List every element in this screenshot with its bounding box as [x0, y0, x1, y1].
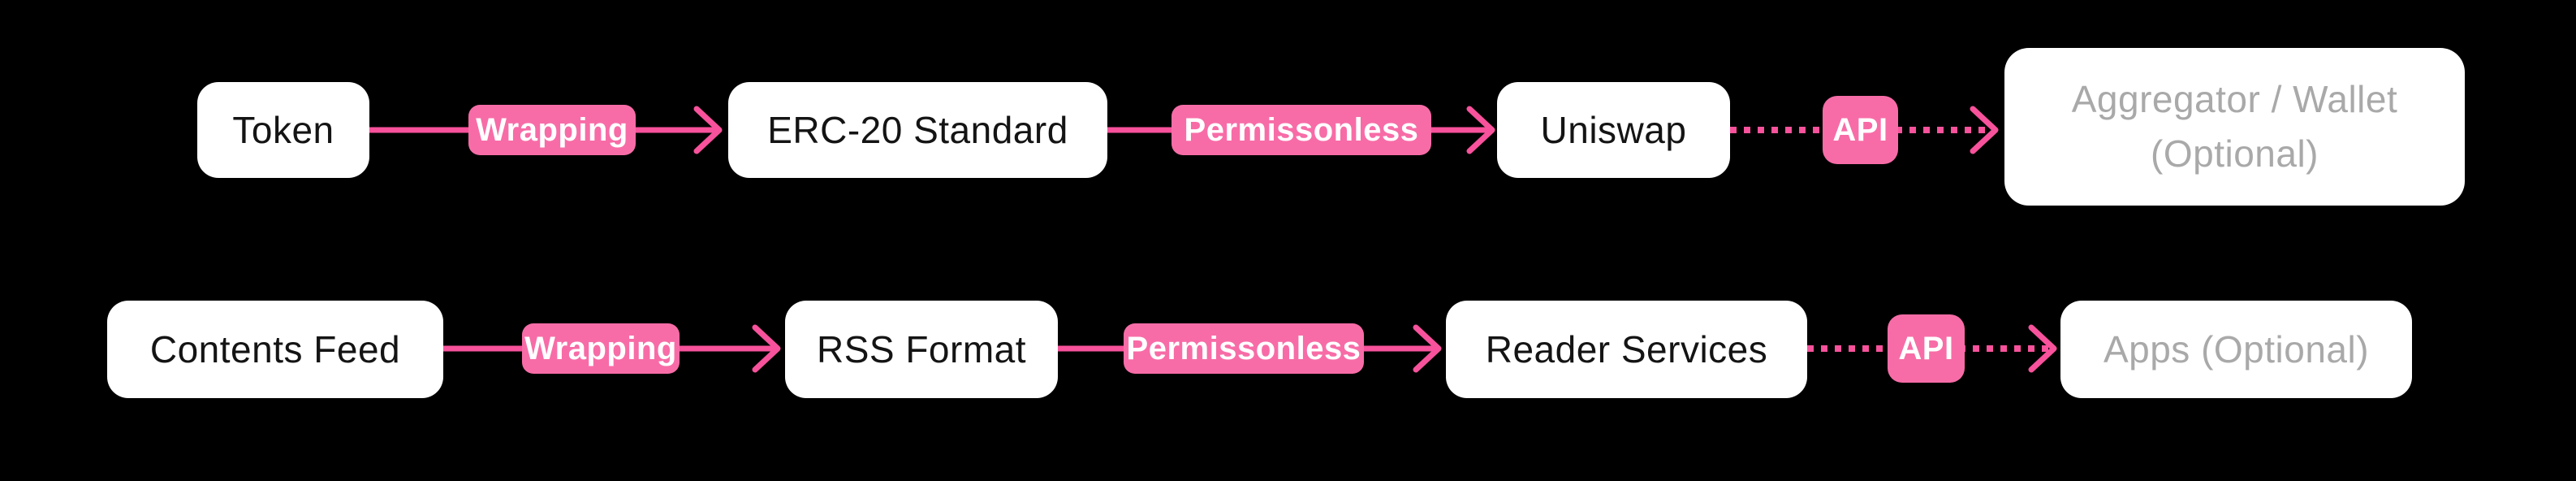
edge-label-permissonless: Permissonless	[1171, 105, 1431, 155]
arrow-head-icon	[693, 106, 723, 154]
arrow-head-icon	[1466, 106, 1495, 154]
node-apps-optional: Apps (Optional)	[2060, 301, 2412, 398]
node-aggregator-wallet-optional: Aggregator / Wallet (Optional)	[2004, 48, 2465, 206]
node-contents-feed: Contents Feed	[107, 301, 443, 398]
arrow-head-icon	[1970, 106, 1999, 154]
arrow-head-icon	[752, 324, 781, 373]
edge-label-wrapping: Wrapping	[522, 323, 680, 374]
node-rss-format: RSS Format	[785, 301, 1058, 398]
arrow-head-icon	[2028, 324, 2057, 373]
arrow-head-icon	[1413, 324, 1442, 373]
edge-label-api: API	[1823, 96, 1898, 164]
edge-label-permissonless: Permissonless	[1124, 323, 1364, 374]
edge-label-wrapping: Wrapping	[468, 105, 636, 155]
node-erc20-standard: ERC-20 Standard	[728, 82, 1107, 178]
node-reader-services: Reader Services	[1446, 301, 1807, 398]
edge-label-api: API	[1888, 314, 1965, 383]
node-token: Token	[197, 82, 369, 178]
node-uniswap: Uniswap	[1497, 82, 1730, 178]
